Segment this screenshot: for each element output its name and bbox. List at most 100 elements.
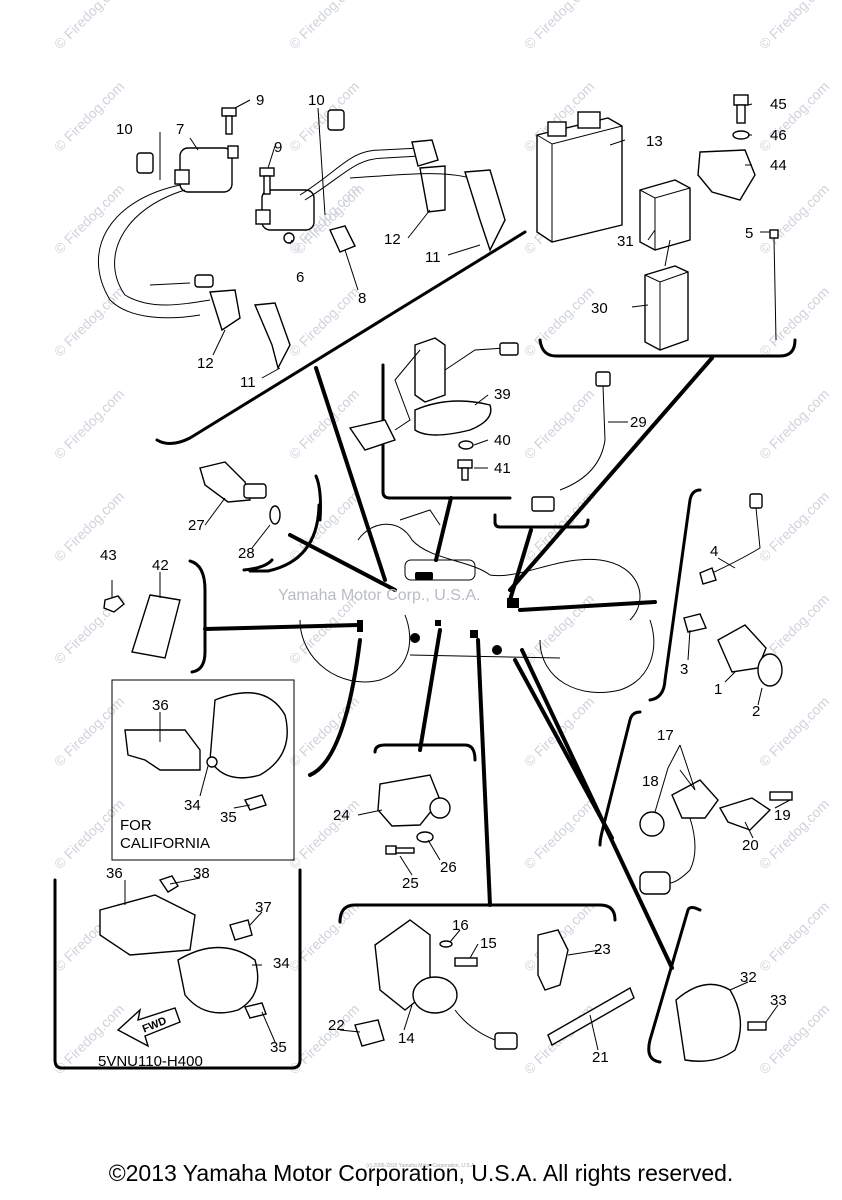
callout-9a: 9 (256, 92, 264, 109)
callout-leaders (111, 99, 791, 1051)
clip-10 (136, 109, 345, 174)
copyright-text: ©2013 Yamaha Motor Corporation, U.S.A. A… (108, 1160, 734, 1186)
callout-25: 25 (402, 875, 419, 892)
callout-21: 21 (592, 1049, 609, 1066)
watermark-tile: © Firedog.com (51, 0, 127, 52)
sensor-24 (377, 774, 451, 855)
watermark-tile: © Firedog.com (756, 898, 832, 974)
watermark-tile: © Firedog.com (756, 1001, 832, 1077)
watermark-tile: © Firedog.com (756, 181, 832, 257)
callout-32: 32 (740, 969, 757, 986)
motorcycle-silhouette (299, 509, 655, 694)
watermark-tile: © Firedog.com (756, 78, 832, 154)
fwd-arrow (116, 1007, 181, 1048)
callout-29: 29 (630, 414, 647, 431)
california-note-line2: CALIFORNIA (120, 835, 210, 852)
callout-11a: 11 (425, 249, 441, 266)
watermark-tile: © Firedog.com (286, 283, 362, 359)
watermark-tile: © Firedog.com (286, 78, 362, 154)
reflector-42 (103, 594, 181, 659)
callout-15: 15 (480, 935, 497, 952)
callout-13: 13 (646, 133, 663, 150)
horn-32 (675, 983, 767, 1062)
watermark-tile: © Firedog.com (51, 693, 127, 769)
center-watermark: Yamaha Motor Corp., U.S.A. (278, 587, 480, 604)
callout-10a: 10 (116, 121, 133, 138)
sensor-17 (639, 779, 793, 895)
callout-2: 2 (752, 703, 760, 720)
watermark-tile: © Firedog.com (286, 0, 362, 52)
callout-38: 38 (193, 865, 210, 882)
callout-12a: 12 (384, 231, 401, 248)
watermark-tile: © Firedog.com (756, 488, 832, 564)
callout-33: 33 (770, 992, 787, 1009)
callout-6: 6 (296, 269, 304, 286)
watermark-tile: © Firedog.com (521, 283, 597, 359)
callout-26: 26 (440, 859, 457, 876)
switch-27 (199, 461, 281, 525)
tiny-credit: (c) 2005-2015 Yamaha Motor Corporation, … (366, 1163, 476, 1169)
callout-4: 4 (710, 543, 718, 560)
watermark-tile: © Firedog.com (521, 386, 597, 462)
bracket-44 (697, 94, 756, 201)
callout-17: 17 (657, 727, 674, 744)
watermark-tile: © Firedog.com (51, 283, 127, 359)
callout-43: 43 (100, 547, 117, 564)
callout-35a: 35 (220, 809, 237, 826)
relay-31 (639, 179, 691, 251)
callout-44: 44 (770, 157, 787, 174)
callout-12b: 12 (197, 355, 214, 372)
callout-42: 42 (152, 557, 169, 574)
callout-3: 3 (680, 661, 688, 678)
watermark-tile: © Firedog.com (51, 796, 127, 872)
watermark-tile: © Firedog.com (521, 796, 597, 872)
watermark-tile: © Firedog.com (286, 693, 362, 769)
watermark-tile: © Firedog.com (51, 78, 127, 154)
callout-24: 24 (333, 807, 350, 824)
bolt-9 (221, 107, 275, 195)
callout-41: 41 (494, 460, 511, 477)
ignition-coil-left (98, 145, 291, 370)
neutral-switch-1 (683, 493, 783, 687)
callout-20: 20 (742, 837, 759, 854)
relay-30 (644, 239, 689, 351)
callout-11b: 11 (240, 374, 256, 391)
callout-37: 37 (255, 899, 272, 916)
watermark-tile: © Firedog.com (286, 898, 362, 974)
leader-lines (203, 356, 714, 970)
callout-27: 27 (188, 517, 205, 534)
watermark-tile: © Firedog.com (756, 796, 832, 872)
callout-16: 16 (452, 917, 469, 934)
callout-31: 31 (617, 233, 634, 250)
watermark-tile: © Firedog.com (521, 591, 597, 667)
watermark-tile: © Firedog.com (286, 796, 362, 872)
callout-30: 30 (591, 300, 608, 317)
callout-1: 1 (714, 681, 722, 698)
cable-tie-5 (769, 229, 779, 341)
ecu-unit (536, 111, 623, 243)
callout-36b: 36 (106, 865, 123, 882)
callout-10b: 10 (308, 92, 325, 109)
callout-28: 28 (238, 545, 255, 562)
diagram-code: 5VNU110-H400 (98, 1053, 203, 1070)
watermark-tile: © Firedog.com (51, 386, 127, 462)
watermark-tile: © Firedog.com (756, 0, 832, 52)
bike-component-markers (357, 572, 519, 655)
callout-35b: 35 (270, 1039, 287, 1056)
callout-34b: 34 (273, 955, 290, 972)
watermark-tile: © Firedog.com (521, 0, 597, 52)
watermark-tile: © Firedog.com (756, 386, 832, 462)
callout-39: 39 (494, 386, 511, 403)
callout-5: 5 (745, 225, 753, 242)
callout-numbers: 1 2 3 4 5 6 7 8 9 9 10 10 11 11 12 12 13… (100, 92, 791, 1066)
callout-23: 23 (594, 941, 611, 958)
callout-34a: 34 (184, 797, 201, 814)
callout-40: 40 (494, 432, 511, 449)
starter-relay-14 (354, 919, 635, 1050)
horn-california (124, 692, 288, 811)
callout-14: 14 (398, 1030, 415, 1047)
callout-8: 8 (358, 290, 366, 307)
horn-bracket-36 (99, 875, 267, 1019)
callout-45: 45 (770, 96, 787, 113)
california-note-line1: FOR (120, 817, 152, 834)
